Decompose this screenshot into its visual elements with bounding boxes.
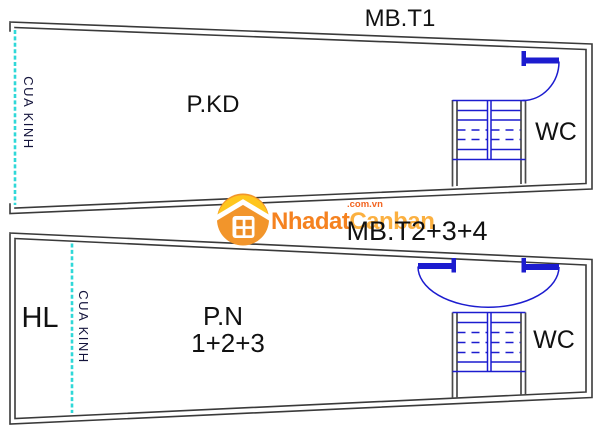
t1-staircase xyxy=(451,99,527,187)
logo-circle-top xyxy=(217,195,269,216)
plan-labels: MB.T1 P.KD WC CUA KINH MB.T2+3+4 HL P.N … xyxy=(21,5,577,364)
t234-plan-title: MB.T2+3+4 xyxy=(346,216,487,246)
t234-room-label-hl: HL xyxy=(21,302,58,334)
t1-stair-break-lines xyxy=(457,129,521,141)
t234-stair-side-walls xyxy=(451,312,527,399)
watermark: .com.vn NhadatCanban xyxy=(214,193,435,246)
t234-room-label-pn-sub: 1+2+3 xyxy=(191,328,265,358)
watermark-brand-part1: Nhadat xyxy=(271,208,350,235)
t234-staircase xyxy=(451,311,527,399)
t1-door-leaf xyxy=(523,57,559,64)
t234-stair-treads xyxy=(452,311,526,373)
t234-room-label-wc: WC xyxy=(533,326,575,354)
t234-stair-break-lines xyxy=(457,331,521,354)
watermark-brand-part2: Canban xyxy=(349,208,434,235)
t1-plan-title: MB.T1 xyxy=(365,5,436,32)
t234-door-leaf-left xyxy=(418,263,455,269)
logo-window-pane xyxy=(245,219,252,227)
watermark-brand: NhadatCanban xyxy=(271,208,434,235)
t1-room-label-wc: WC xyxy=(535,118,577,146)
t1-stair-side-walls xyxy=(451,100,527,187)
floor-plan-t1 xyxy=(9,21,593,215)
t234-glass-door-label: CUA KINH xyxy=(76,290,91,363)
logo-window-pane xyxy=(236,228,243,236)
t1-glass-door-label: CUA KINH xyxy=(21,76,36,149)
nhadatcanban-house-logo-icon xyxy=(214,193,272,246)
t1-room-label-pkd: P.KD xyxy=(187,91,240,118)
t1-exterior-walls xyxy=(9,21,593,215)
t234-double-door-swing xyxy=(417,258,560,308)
t234-door-arc xyxy=(417,266,560,308)
t234-exterior-walls xyxy=(9,232,593,425)
t234-door-leaf-right xyxy=(523,264,559,270)
logo-window-pane xyxy=(236,219,243,227)
logo-roof xyxy=(214,199,272,221)
floor-plan-t234 xyxy=(9,232,593,425)
t1-stair-treads xyxy=(452,99,526,161)
logo-window-pane xyxy=(245,228,252,236)
watermark-domain: .com.vn xyxy=(347,199,383,210)
t234-room-label-pn: P.N xyxy=(203,301,243,331)
t1-wc-door-swing xyxy=(521,51,560,102)
t1-door-arc xyxy=(522,61,560,102)
